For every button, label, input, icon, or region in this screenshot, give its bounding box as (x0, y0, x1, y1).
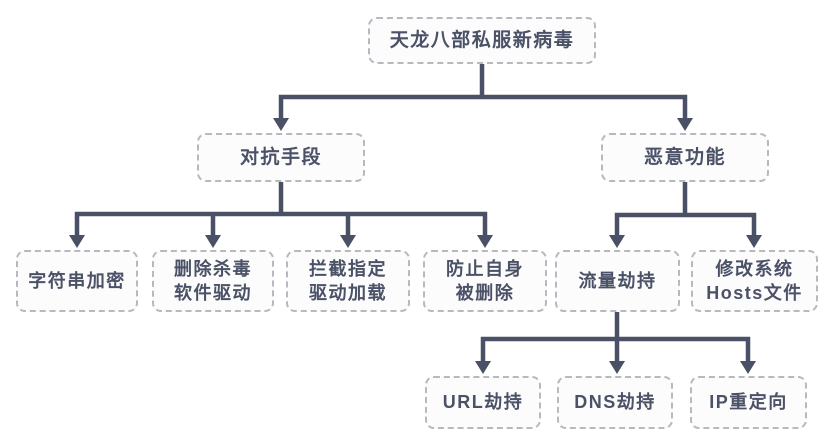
edge-malicious-to-children (609, 182, 762, 248)
node-string-encryption: 字符串加密 (16, 250, 138, 312)
edge-traffic-to-children (475, 312, 756, 374)
node-malicious-functions: 恶意功能 (601, 133, 769, 182)
node-delete-antivirus-driver: 删除杀毒 软件驱动 (152, 250, 274, 312)
node-url-hijacking: URL劫持 (425, 376, 541, 429)
node-traffic-hijacking: 流量劫持 (555, 250, 680, 312)
node-prevent-self-deletion: 防止自身 被删除 (423, 250, 547, 312)
edge-countermeasures-to-children (69, 182, 493, 248)
node-root: 天龙八部私服新病毒 (368, 17, 596, 64)
node-ip-redirection: IP重定向 (690, 376, 807, 429)
edge-root-to-level2 (273, 64, 693, 131)
node-block-driver-loading: 拦截指定 驱动加载 (286, 250, 410, 312)
node-countermeasures: 对抗手段 (197, 133, 365, 182)
node-dns-hijacking: DNS劫持 (557, 376, 673, 429)
node-modify-hosts-file: 修改系统 Hosts文件 (691, 250, 818, 312)
